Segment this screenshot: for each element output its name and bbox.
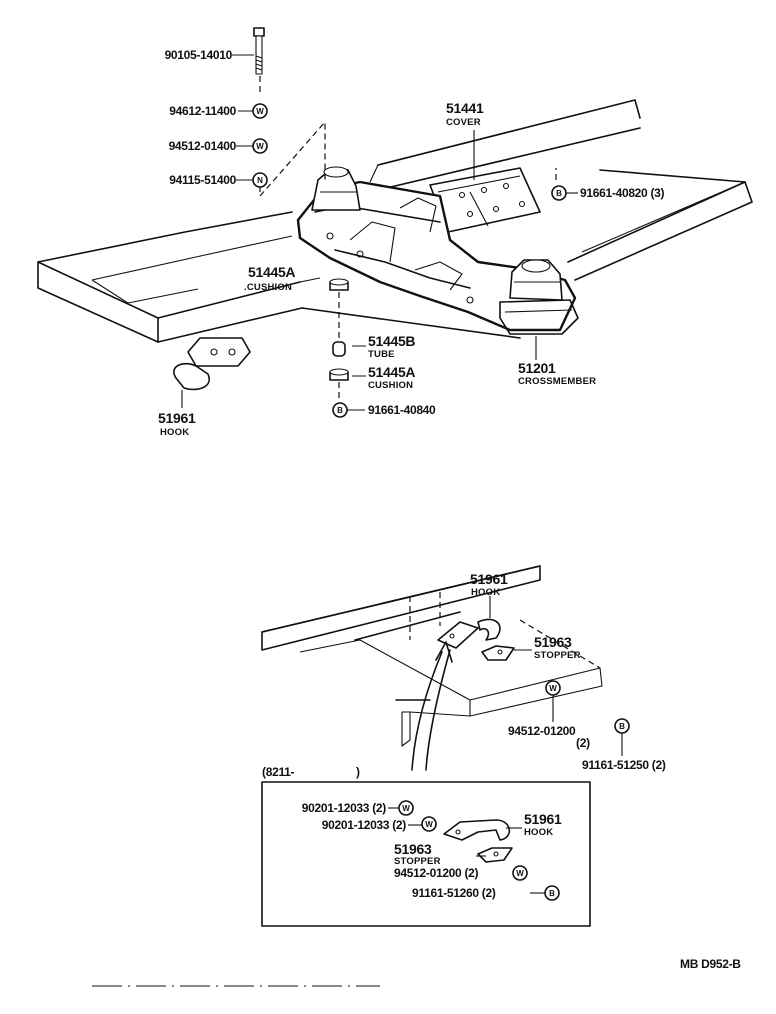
crossmember xyxy=(296,166,579,335)
part-number: 51961 xyxy=(158,410,196,426)
washer-icon xyxy=(398,800,414,816)
part-number: 91161-51260 (2) xyxy=(412,886,496,900)
quantity: (2) xyxy=(576,736,590,750)
washer-icon xyxy=(512,865,528,881)
washer-symbol: W xyxy=(402,804,410,813)
part-number: 51961 xyxy=(470,571,508,587)
part-number: 91161-51250 (2) xyxy=(582,758,666,772)
part-name: STOPPER xyxy=(394,856,441,867)
part-number: 94512-01400 xyxy=(169,139,237,153)
tube xyxy=(332,341,346,357)
frame-rear xyxy=(261,565,603,747)
washer-symbol: W xyxy=(256,142,264,151)
bolt-axis-line xyxy=(259,76,326,198)
tow-hook-top xyxy=(173,337,251,391)
part-name: HOOK xyxy=(160,427,189,438)
part-number: 51963 xyxy=(394,841,432,857)
top-assembly: W W N 90105-14010 94612-11400 94512-0140… xyxy=(37,27,753,438)
hook-bottom xyxy=(437,618,501,649)
arrow-pointer xyxy=(411,649,451,771)
arrow-pointer xyxy=(435,641,453,663)
bolt-top xyxy=(253,27,265,75)
part-name: COVER xyxy=(446,117,481,128)
part-number: 51963 xyxy=(534,634,572,650)
leader xyxy=(347,345,366,411)
leader xyxy=(232,54,254,181)
part-name: HOOK xyxy=(524,827,553,838)
part-number: 51961 xyxy=(524,811,562,827)
part-number: 91661-40820 (3) xyxy=(580,186,665,200)
washer-icon xyxy=(421,816,437,832)
part-number: 91661-40840 xyxy=(368,403,436,417)
inset-label: (8211- xyxy=(262,765,295,779)
washer-symbol: W xyxy=(549,684,557,693)
part-number: 51445A xyxy=(368,364,415,380)
diagram-code: MB D952-B xyxy=(680,957,741,971)
part-name: STOPPER xyxy=(534,650,581,661)
part-name: HOOK xyxy=(471,587,500,598)
bolt-symbol: B xyxy=(337,406,343,415)
bolt-symbol: B xyxy=(619,722,625,731)
bolt-icon xyxy=(544,885,560,901)
part-number: 51445A xyxy=(248,264,295,280)
cushion-lower xyxy=(329,368,349,381)
part-number: 90105-14010 xyxy=(165,48,233,62)
part-number: 94512-01200 (2) xyxy=(394,866,479,880)
part-name: CUSHION xyxy=(368,380,413,391)
part-name: .CUSHION xyxy=(244,282,292,293)
stopper-bottom xyxy=(481,645,515,661)
frame-top xyxy=(37,99,753,343)
part-number: 51441 xyxy=(446,100,484,116)
inset-frame xyxy=(261,781,591,927)
part-number: 51445B xyxy=(368,333,415,349)
bolt-symbol: B xyxy=(549,889,555,898)
part-number: 94115-51400 xyxy=(169,173,236,187)
bolt-symbol: B xyxy=(556,189,562,198)
part-number: 90201-12033 (2) xyxy=(302,801,387,815)
part-name: CROSSMEMBER xyxy=(518,376,596,387)
cushion-upper xyxy=(329,278,349,291)
inset-variant: (8211- ) 90201-12033 (2) W 90201-12033 (… xyxy=(261,765,591,927)
washer-symbol: W xyxy=(516,869,524,878)
washer-symbol: W xyxy=(256,107,264,116)
part-number: 94512-01200 xyxy=(508,724,576,738)
stopper-inset xyxy=(477,847,513,863)
part-number: 90201-12033 (2) xyxy=(322,818,407,832)
part-name: TUBE xyxy=(368,349,395,360)
hook-inset xyxy=(443,819,511,841)
nut-symbol: N xyxy=(257,176,263,185)
bottom-assembly: 51961 HOOK 51963 STOPPER W 94512-01200 (… xyxy=(261,565,666,772)
inset-label-close: ) xyxy=(356,765,360,779)
part-number: 51201 xyxy=(518,360,556,376)
washer-symbol: W xyxy=(425,820,433,829)
part-number: 94612-11400 xyxy=(169,104,236,118)
